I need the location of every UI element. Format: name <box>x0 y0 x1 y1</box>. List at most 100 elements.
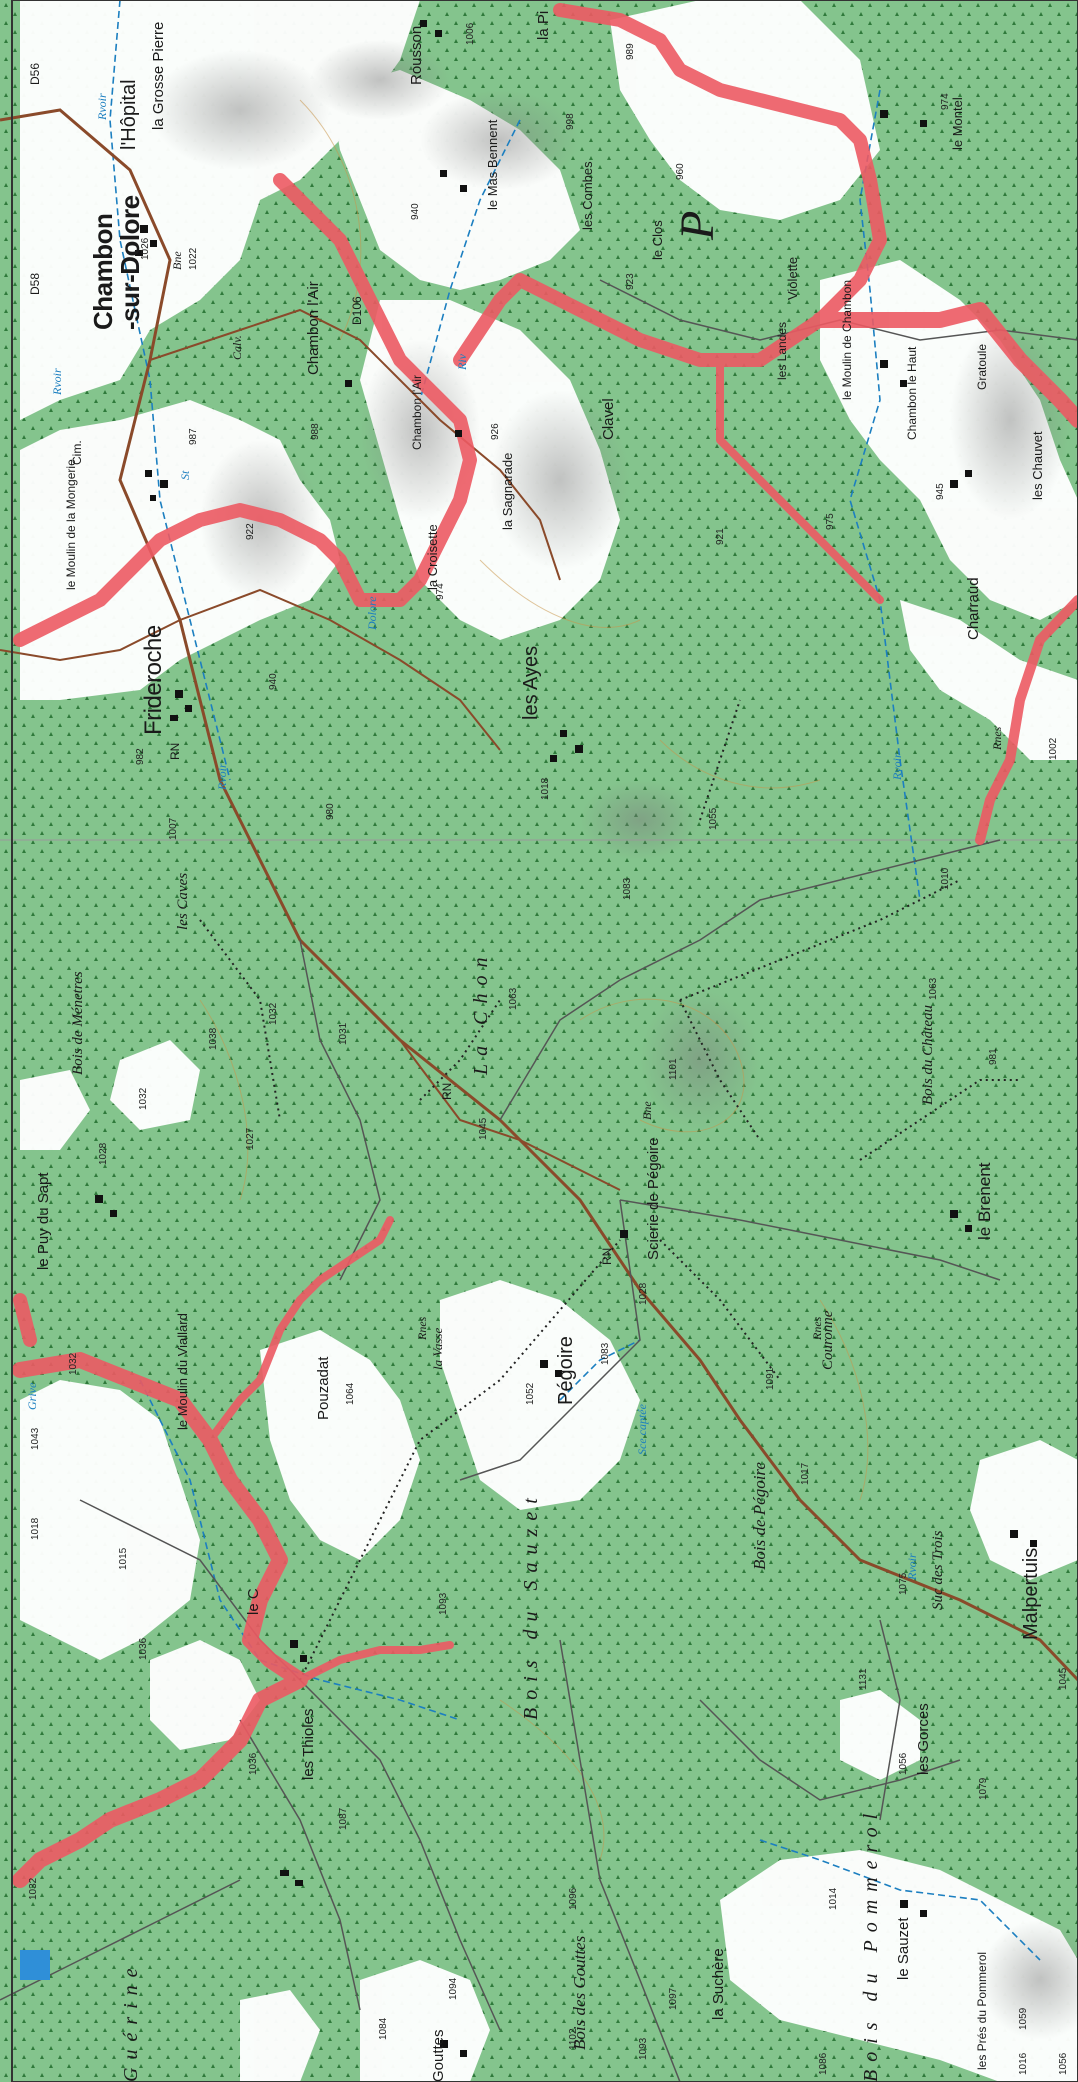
place-label: Pégoire <box>555 1336 577 1405</box>
place-label: le Moulin de la Mongerie <box>64 459 78 590</box>
place-label: la Vasse <box>430 1327 445 1370</box>
water-label: Dolore <box>365 596 379 630</box>
elevation-label: 1131 <box>858 1668 869 1690</box>
elevation-label: 975 <box>825 513 836 530</box>
elevation-label: 1027 <box>245 1127 256 1150</box>
forest-label: Suc des Trois <box>930 1530 946 1610</box>
elevation-label: 974 <box>435 583 446 600</box>
elevation-label: 998 <box>565 113 576 130</box>
water-label: Rvoir <box>890 753 904 780</box>
place-label: la Croisette <box>425 524 440 590</box>
elevation-label: 1032 <box>138 1087 149 1110</box>
elevation-label: 1036 <box>138 1637 149 1660</box>
elevation-label: 940 <box>268 673 279 690</box>
place-label: Scierie de Pégoire <box>645 1137 662 1260</box>
elevation-label: 1017 <box>800 1462 811 1485</box>
elevation-label: 1002 <box>1048 737 1059 760</box>
place-label: le Moulin du Viallard <box>175 1313 190 1430</box>
place-label: le Sauzet <box>895 1917 912 1980</box>
forest-label: La Chon <box>470 949 492 1075</box>
elevation-label: 1083 <box>600 1342 611 1365</box>
misc-label: Rnes <box>415 1316 429 1340</box>
elevation-label: 1097 <box>668 1987 679 2010</box>
elevation-label: 960 <box>675 163 686 180</box>
road-label: D56 <box>28 62 42 85</box>
elevation-label: 1032 <box>68 1352 79 1375</box>
place-label: Pouzadat <box>315 1356 332 1420</box>
place-label: Frideroche <box>140 625 167 735</box>
elevation-label: 1032 <box>268 1002 279 1025</box>
place-label: Rousson <box>408 25 425 85</box>
elevation-label: 1079 <box>978 1777 989 1800</box>
elevation-label: 1059 <box>1018 2007 1029 2030</box>
misc-label: Cim. <box>70 440 84 465</box>
elevation-label: 981 <box>988 1048 999 1065</box>
elevation-label: 987 <box>188 428 199 445</box>
elevation-label: 1026 <box>140 237 151 260</box>
elevation-label: 1032 <box>28 1877 39 1900</box>
forest-label: Bois de Pégoire <box>750 1462 769 1570</box>
place-label: les Gorces <box>915 1703 932 1775</box>
elevation-label: 1043 <box>30 1427 41 1450</box>
place-label: la Grosse Pierre <box>150 21 167 130</box>
elevation-label: 923 <box>625 273 636 290</box>
place-label: Malpertuis <box>1020 1547 1042 1640</box>
place-label: Chambon l'Air <box>305 281 322 375</box>
misc-label: Calv. <box>230 335 244 360</box>
place-label: Chambon le Haut <box>905 346 919 440</box>
road-label: D106 <box>350 296 364 325</box>
elevation-label: 1015 <box>118 1547 129 1570</box>
elevation-label: 980 <box>325 803 336 820</box>
elevation-label: 921 <box>715 528 726 545</box>
elevation-label: 1091 <box>765 1367 776 1390</box>
elevation-label: 1094 <box>448 1977 459 2000</box>
pond <box>20 1950 50 1980</box>
elevation-label: 1052 <box>525 1382 536 1405</box>
place-label: Violette <box>785 256 800 300</box>
forest-label: Bois du Sauzet <box>520 1490 542 1720</box>
elevation-label: 1016 <box>1018 2052 1029 2075</box>
elevation-label: 1083 <box>622 877 633 900</box>
forest-label: les Caves <box>175 872 191 930</box>
place-label: le Clos <box>650 220 665 260</box>
misc-label: RN <box>168 742 182 760</box>
elevation-label: 1101 <box>668 1058 679 1080</box>
elevation-label: 922 <box>245 523 256 540</box>
elevation-label: 988 <box>310 423 321 440</box>
elevation-label: 1086 <box>818 2052 829 2075</box>
water-label: Grive <box>25 1382 39 1410</box>
misc-label: St <box>178 470 192 480</box>
place-label: les Chauvet <box>1030 431 1045 500</box>
place-label: la Suchère <box>710 1948 727 2020</box>
elevation-label: 1087 <box>338 1807 349 1830</box>
elevation-label: 926 <box>490 423 501 440</box>
elevation-label: 974 <box>940 93 951 110</box>
elevation-label: 1018 <box>30 1517 41 1540</box>
place-label: les Thioles <box>300 1708 317 1780</box>
misc-label: Bne <box>170 251 184 270</box>
water-label: Rvoir <box>50 368 64 395</box>
buildings <box>95 20 1037 2057</box>
elevation-label: 1093 <box>438 1592 449 1615</box>
forest-label: Bois de Ménetres <box>70 971 86 1075</box>
place-label: les Landes <box>775 321 789 380</box>
streams <box>109 0 1041 1961</box>
place-label: le Mas Bennent <box>485 119 500 210</box>
road-label: D58 <box>28 272 42 295</box>
forest-label: Bois du Pommerol <box>860 1805 882 2082</box>
forest-label: Bois du Château <box>920 1005 936 1105</box>
place-label: -sur-Dolore <box>115 195 145 330</box>
elevation-label: 989 <box>625 43 636 60</box>
elevation-label: 1031 <box>338 1022 349 1045</box>
elevation-label: 1045 <box>1058 1667 1069 1690</box>
elevation-label: 1007 <box>168 817 179 840</box>
elevation-label: 945 <box>935 483 946 500</box>
forest-label: Guérine <box>120 1960 142 2082</box>
water-label: Rvoir <box>215 763 229 790</box>
place-label: Gouttes <box>430 2029 447 2082</box>
water-label: Rvoir <box>95 93 109 120</box>
elevation-label: 1018 <box>540 777 551 800</box>
place-label: le Brenent <box>975 1162 994 1241</box>
